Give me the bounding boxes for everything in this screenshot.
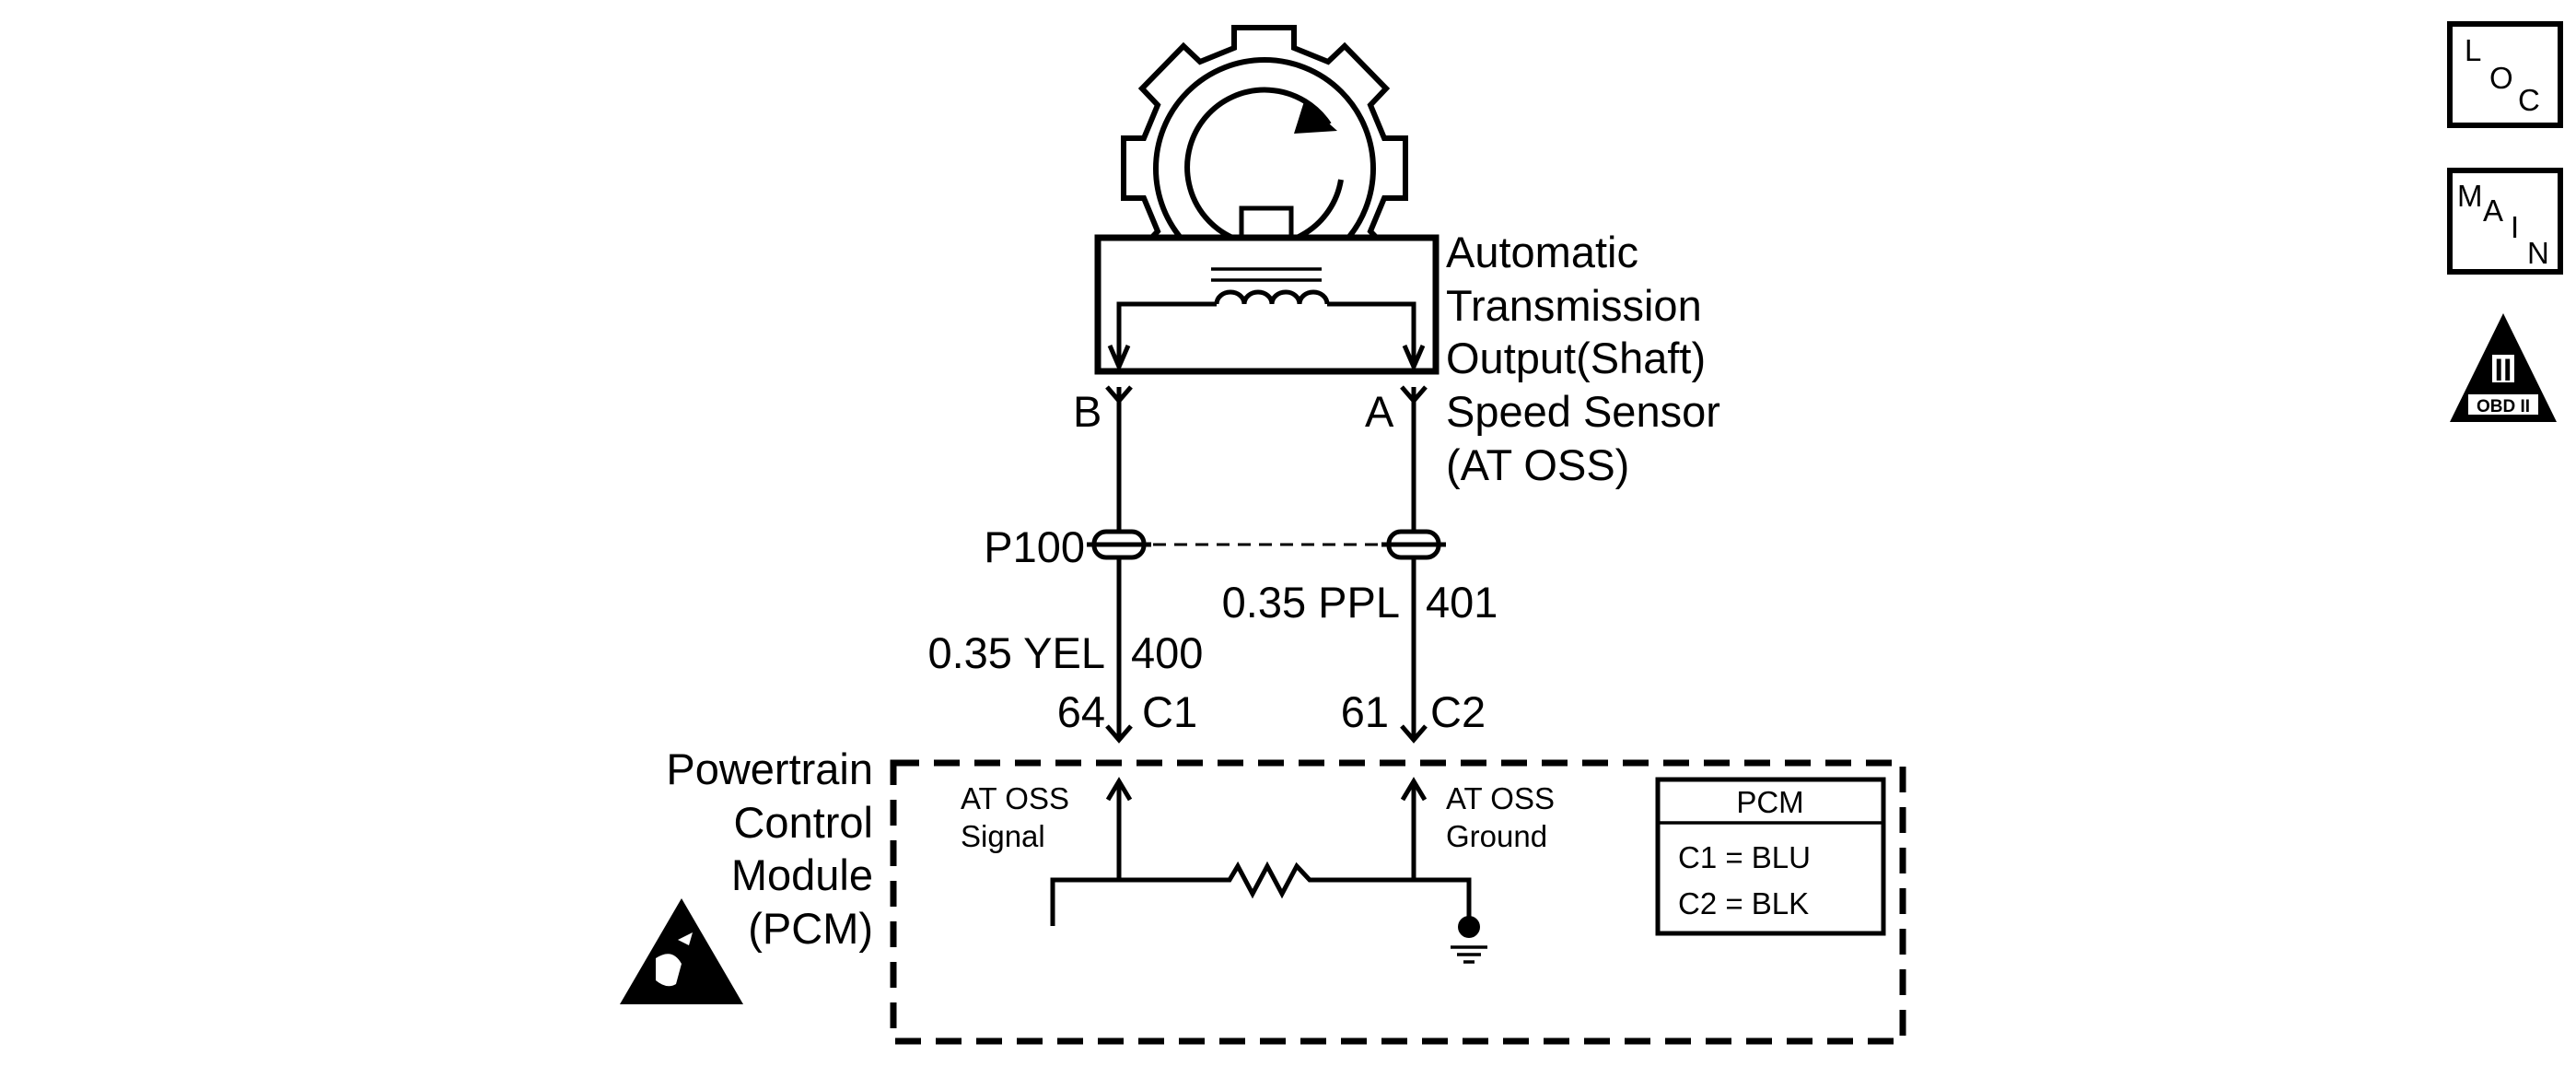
ground-label-line-2: Ground [1446,819,1547,853]
sensor-name-line-5: (AT OSS) [1446,440,1629,489]
loc-letter-c: C [2518,83,2540,117]
pcm-connector-c2-label: C2 [1430,687,1486,736]
pcm-name-line-3: Module [731,850,873,899]
pcm-pin-61-label: 61 [1341,687,1389,736]
pcm-pin-64 [1105,724,1133,744]
sensor-name-line-4: Speed Sensor [1446,387,1720,436]
sensor-pin-b-label: B [1073,387,1102,436]
main-letter-m: M [2457,179,2483,213]
pcm-name-line-4: (PCM) [748,904,873,953]
signal-label-line-1: AT OSS [961,781,1069,815]
loc-icon[interactable] [2447,21,2563,128]
wire-400-gauge-color: 0.35 YEL [927,628,1105,677]
pcm-name-line-2: Control [733,798,873,847]
main-letter-n: N [2527,236,2549,270]
p100-connector [1087,529,1446,560]
obd-numeral: II [2495,353,2512,388]
main-letter-a: A [2483,193,2503,228]
obd-ii-icon[interactable] [2450,313,2557,422]
loc-letter-o: O [2489,61,2513,95]
sensor-name-line-1: Automatic [1446,228,1638,276]
main-icon[interactable] [2447,168,2563,275]
signal-label-line-2: Signal [961,819,1045,853]
sensor-name-line-3: Output(Shaft) [1446,334,1706,382]
wire-401-gauge-color: 0.35 PPL [1222,578,1400,627]
speed-sensor-symbol [1094,205,1440,375]
wire-400-circuit: 400 [1131,628,1203,677]
pcm-connector-c1-label: C1 [1142,687,1197,736]
pcm-table-row-2: C2 = BLK [1678,886,1809,920]
pcm-pin-61 [1400,724,1428,744]
pcm-pin-64-label: 64 [1057,687,1105,736]
ground-label-line-1: AT OSS [1446,781,1555,815]
pcm-connector-table [1655,777,1886,936]
pcm-table-title: PCM [1736,785,1803,819]
wire-401-circuit: 401 [1426,578,1498,627]
pcm-internal-circuit [1050,777,1487,964]
loc-letter-l: L [2465,33,2481,67]
obd-caption: OBD II [2477,397,2530,416]
esd-warning-icon [620,898,743,1004]
pcm-table-row-1: C1 = BLU [1678,840,1811,874]
pcm-name-line-1: Powertrain [666,744,873,793]
sensor-name-line-2: Transmission [1446,281,1702,330]
connector-label: P100 [984,522,1085,571]
pcm-boundary [890,759,1906,1045]
sensor-pin-a-label: A [1365,387,1394,436]
main-letter-i: I [2511,210,2519,244]
